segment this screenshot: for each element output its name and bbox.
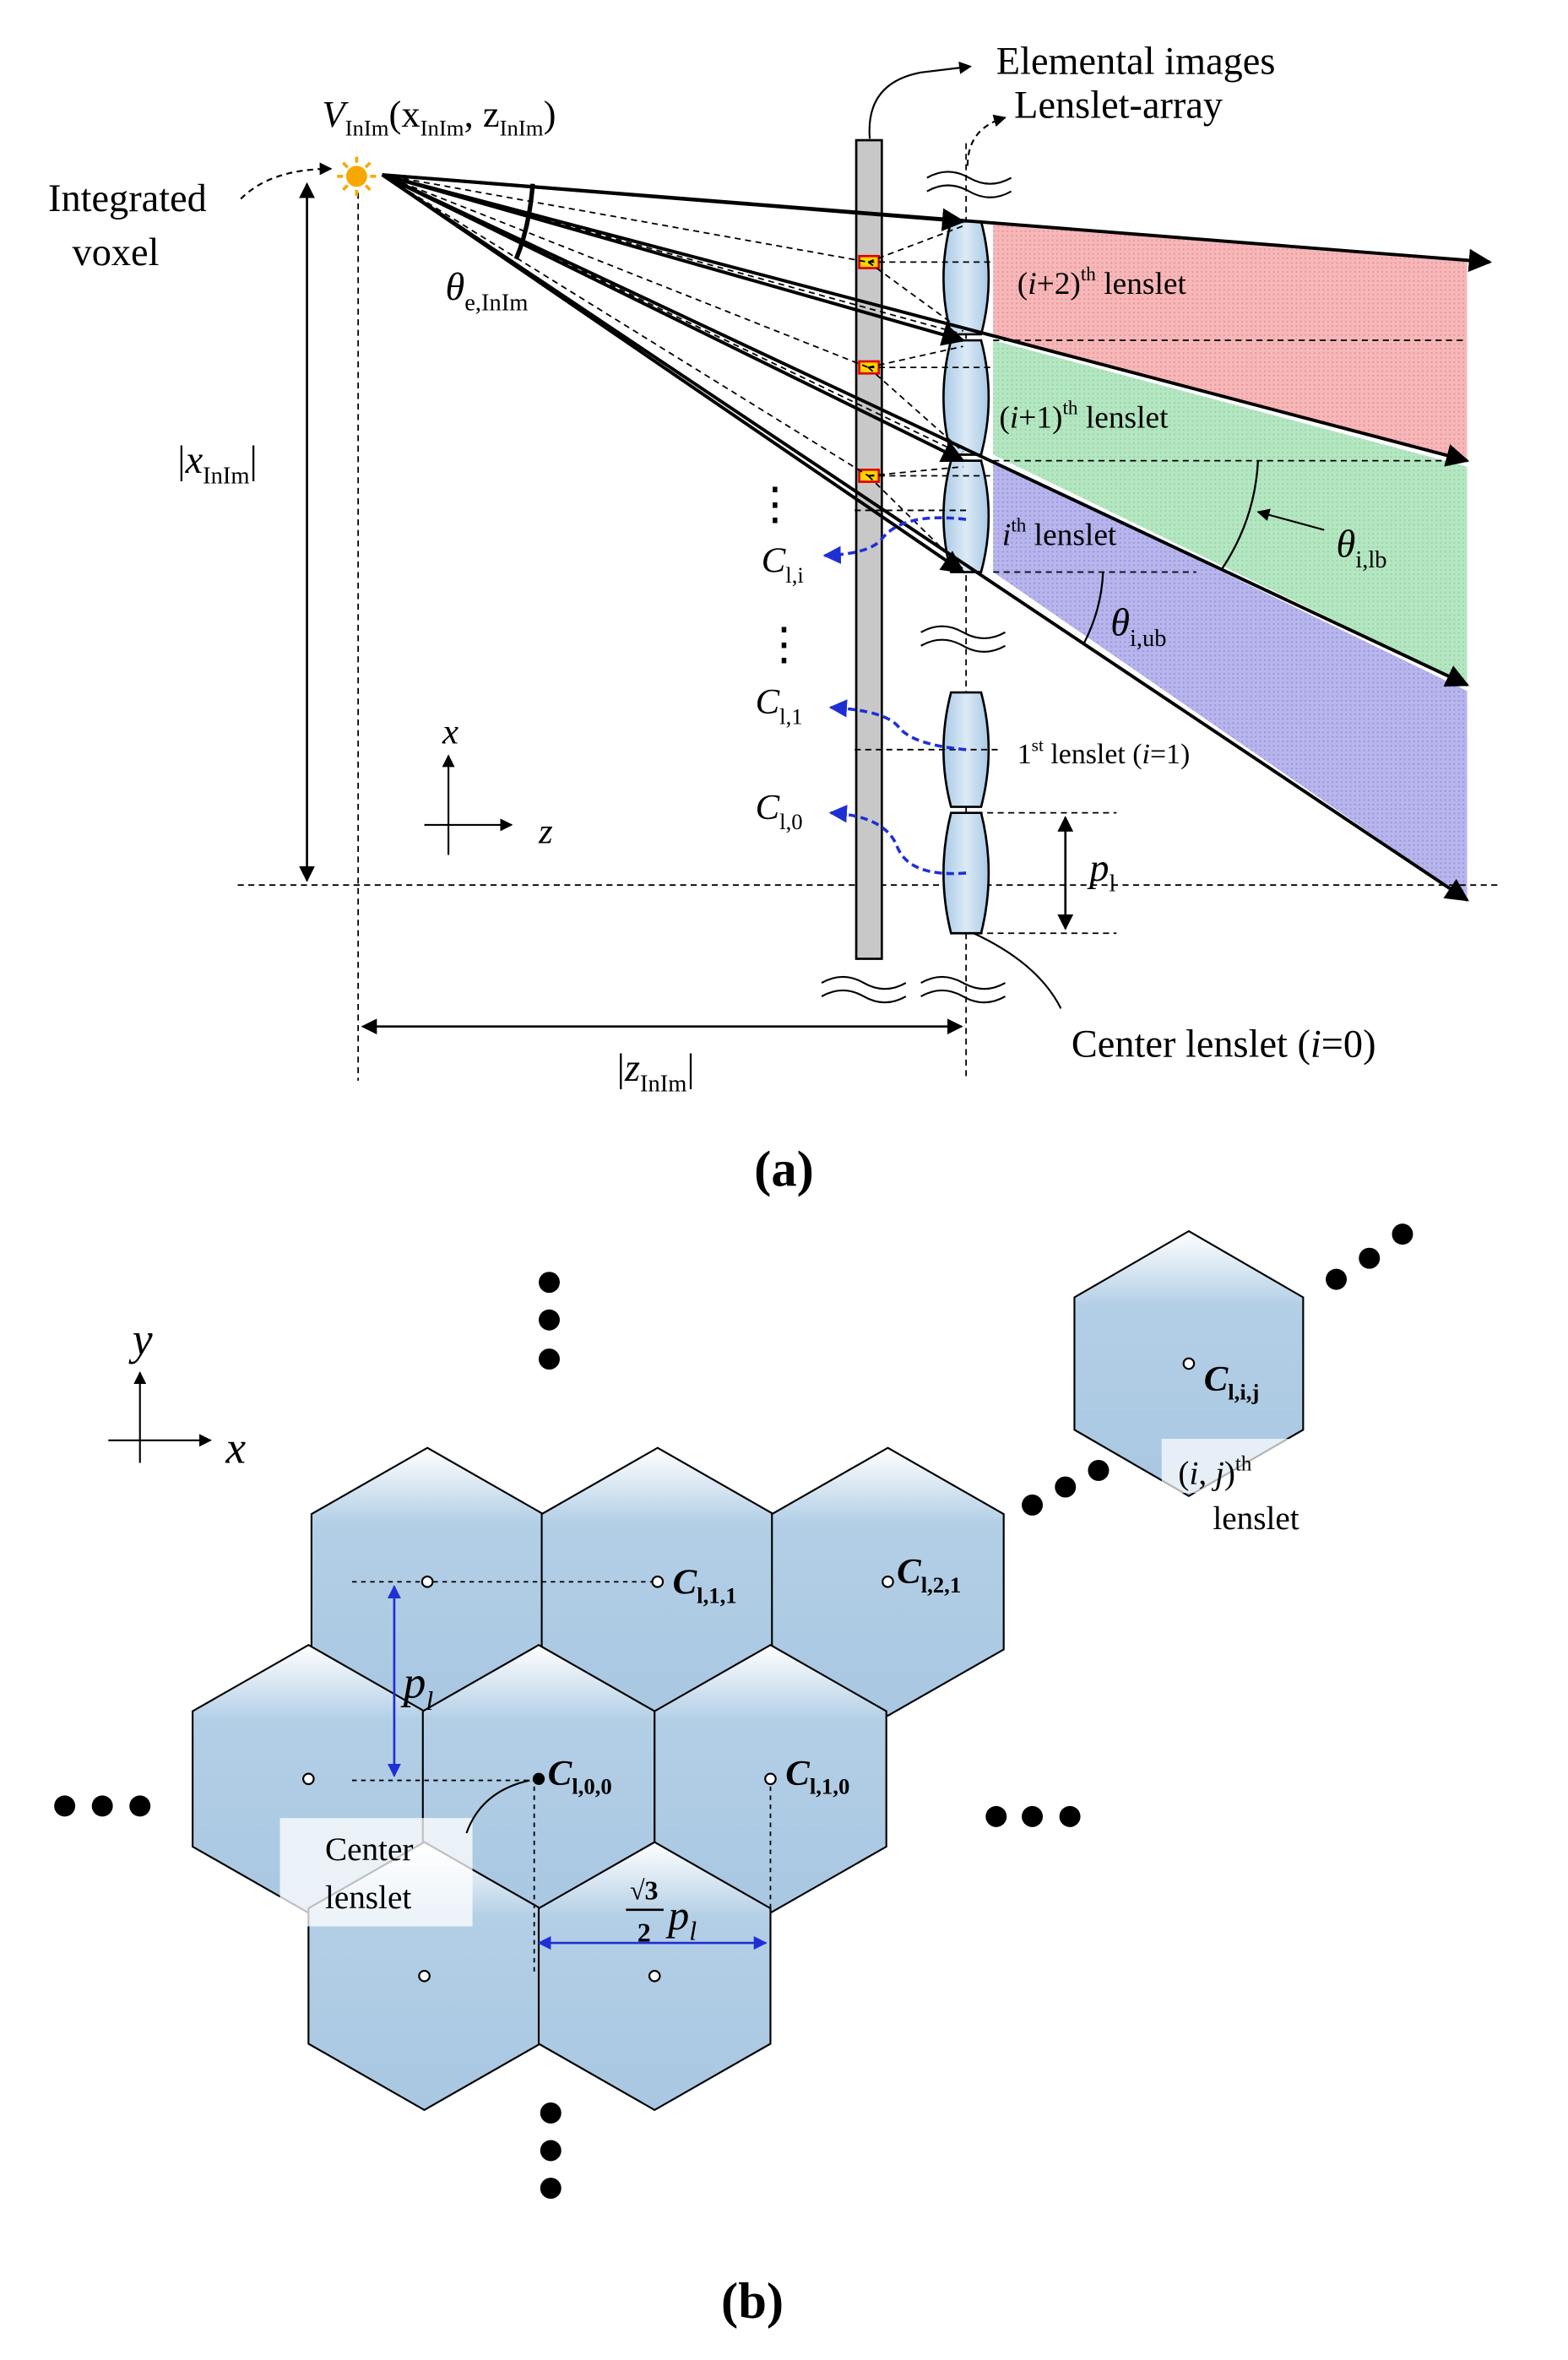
sun-voxel-icon <box>337 156 377 196</box>
lenslet-array-title: Lenslet-array <box>1014 84 1223 127</box>
ij-lenslet-label-bg <box>1161 1439 1298 1494</box>
lenslet-i-plus-1-label: (i+1)th lenslet <box>999 397 1169 435</box>
c-l1-label: Cl,1 <box>756 682 803 729</box>
axis-x-label-a: x <box>442 713 458 752</box>
theta-ub-label: θi,ub <box>1110 601 1166 651</box>
c-l00-label: Cl,0,0 <box>548 1754 612 1799</box>
panel-a-label: (a) <box>754 1142 814 1198</box>
lenslet-i-label: ith lenslet <box>1002 514 1117 552</box>
center-lenslet-label: Center lenslet (i=0) <box>1072 1023 1376 1066</box>
c-li-label: Cl,i <box>762 541 804 588</box>
z-abs-label: |zInIm| <box>617 1047 695 1097</box>
ij-lenslet-label-line2: lenslet <box>1213 1500 1299 1537</box>
center-lenslet-b-line2: lenslet <box>325 1880 411 1916</box>
axis-y-label: y <box>128 1314 153 1364</box>
lenslet-i-plus-2 <box>942 220 990 336</box>
elemental-images-title: Elemental images <box>996 41 1276 84</box>
pl-label-a: pl <box>1087 847 1115 897</box>
c-l21-label: Cl,2,1 <box>897 1552 961 1598</box>
sqrt3-over-2-pl-label: √3 2 pl <box>626 1874 697 1947</box>
theta-e-arc <box>513 183 535 260</box>
c-l0-pointer <box>828 805 967 876</box>
theta-lb-arc <box>1221 460 1260 570</box>
pl-label-b: pl <box>400 1657 434 1716</box>
c-l11-label: Cl,1,1 <box>673 1563 737 1609</box>
center-dot-bottom-right <box>648 1969 661 1983</box>
center-dot-left <box>302 1772 315 1786</box>
dots-upper: ⋮ <box>752 479 797 529</box>
continuation-dots <box>54 1223 1413 2200</box>
green-ray-band <box>993 340 1468 686</box>
center-dot-2-1 <box>882 1576 894 1588</box>
theta-e-label: θe,InIm <box>446 266 529 316</box>
lenslet-1-label: 1st lenslet (i=1) <box>1017 735 1191 770</box>
solid-rays <box>381 173 1493 902</box>
center-lenslet-b-line1: Center <box>325 1831 413 1868</box>
lenslet-i <box>942 459 990 573</box>
theta-ub-arc <box>1082 572 1104 645</box>
integrated-voxel-line2: voxel <box>73 231 160 274</box>
center-dot-ij <box>1182 1357 1196 1370</box>
integrated-voxel-line1: Integrated <box>48 177 207 220</box>
break-marks <box>821 171 1012 1004</box>
center-dot-0-0 <box>532 1772 545 1785</box>
panel-b-label: (b) <box>721 2273 784 2330</box>
lenslet-array <box>942 220 990 935</box>
ij-lenslet-label: (i, j)th <box>1178 1452 1251 1491</box>
panel-a: ⋮ ⋮ Elemental images Lenslet-array VInIm… <box>48 41 1502 1198</box>
integrated-voxel-pointer <box>240 162 333 200</box>
center-dot-1-1 <box>651 1576 665 1588</box>
lenslet-i-plus-2-label: (i+2)th lenslet <box>1017 263 1187 301</box>
svg-text:pl: pl <box>665 1892 697 1945</box>
c-l1-pointer <box>828 699 967 751</box>
svg-text:2: 2 <box>638 1917 651 1947</box>
elemental-images-pointer <box>868 61 972 139</box>
center-lenslet-pointer-b <box>465 1779 530 1834</box>
lenslet-array-pointer <box>966 114 1006 166</box>
dots-lower: ⋮ <box>762 619 806 670</box>
construction-lines <box>352 1581 772 1975</box>
c-l0-label: Cl,0 <box>756 788 803 834</box>
c-l10-label: Cl,1,0 <box>785 1754 849 1799</box>
center-lenslet-label-bg <box>279 1818 473 1927</box>
panel-b: y x Cl,i,j (i, j)th lenslet Cl,1,1 Cl,2,… <box>54 1223 1413 2330</box>
center-dot-1-0 <box>764 1772 777 1786</box>
center-dot-bottom-left <box>418 1969 431 1983</box>
c-li-pointer <box>822 516 967 564</box>
theta-lb-pointer <box>1256 508 1325 531</box>
c-lij-label: Cl,i,j <box>1204 1359 1260 1405</box>
x-abs-label: |xInIm| <box>177 439 258 489</box>
axis-x-label-b: x <box>225 1423 246 1473</box>
blue-ray-band <box>993 460 1468 901</box>
center-lenslet-pointer <box>973 932 1062 1009</box>
voxel-label: VInIm(xInIm, zInIm) <box>322 93 556 141</box>
lenslet-i-plus-1 <box>942 339 990 456</box>
center-dot-top-left <box>420 1576 434 1588</box>
axis-z-label-a: z <box>538 811 553 851</box>
theta-lb-label: θi,lb <box>1337 524 1387 573</box>
svg-text:√3: √3 <box>630 1874 659 1905</box>
